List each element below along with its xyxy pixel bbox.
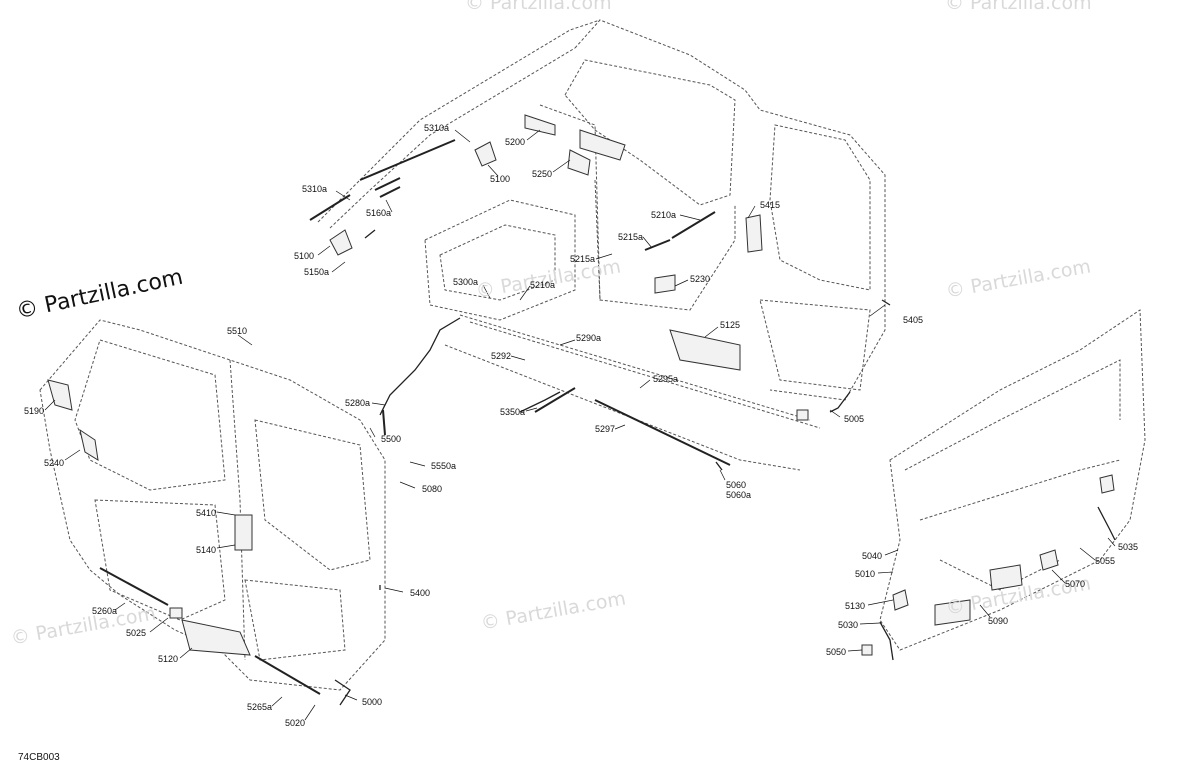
watermark-2: © Partzilla.com [945, 0, 1092, 14]
label-5060: 5060 [726, 480, 747, 490]
label-5292: 5292 [491, 351, 512, 361]
label-5030: 5030 [838, 620, 859, 630]
label-5060a: 5060a [726, 490, 752, 500]
label-5240: 5240 [44, 458, 65, 468]
label-5080: 5080 [422, 484, 443, 494]
label-5130: 5130 [845, 601, 866, 611]
label-5210a: 5210a [530, 280, 556, 290]
label-5020: 5020 [285, 718, 306, 728]
label-5100: 5100 [490, 174, 511, 184]
label-5290a: 5290a [576, 333, 602, 343]
label-5400: 5400 [410, 588, 431, 598]
label-5100: 5100 [294, 251, 315, 261]
label-5405: 5405 [903, 315, 924, 325]
label-5310a: 5310a [424, 123, 450, 133]
label-5510: 5510 [227, 326, 248, 336]
label-5297: 5297 [595, 424, 616, 434]
cab-assembly-outline [317, 19, 886, 471]
label-5035: 5035 [1118, 542, 1139, 552]
label-5300a: 5300a [453, 277, 479, 287]
diagram-code: 74CB003 [18, 752, 60, 763]
label-5090: 5090 [988, 616, 1009, 626]
seal-strips [99, 139, 731, 695]
label-5215a: 5215a [570, 254, 596, 264]
label-5310a: 5310a [302, 184, 328, 194]
label-5550a: 5550a [431, 461, 457, 471]
label-5050: 5050 [826, 647, 847, 657]
label-5230: 5230 [690, 274, 711, 284]
label-5005: 5005 [844, 414, 865, 424]
label-5200: 5200 [505, 137, 526, 147]
label-5140: 5140 [196, 545, 217, 555]
label-5160a: 5160a [366, 208, 392, 218]
label-5150a: 5150a [304, 267, 330, 277]
label-5295a: 5295a [653, 374, 679, 384]
label-5500: 5500 [381, 434, 402, 444]
label-5055: 5055 [1095, 556, 1116, 566]
watermark-1: © Partzilla.com [465, 0, 612, 14]
label-5040: 5040 [862, 551, 883, 561]
tubes-and-clips [334, 229, 1116, 706]
label-5010: 5010 [855, 569, 876, 579]
label-5125: 5125 [720, 320, 741, 330]
label-5215a: 5215a [618, 232, 644, 242]
left-door-frame-outline [39, 319, 386, 691]
label-5120: 5120 [158, 654, 179, 664]
label-5415: 5415 [760, 200, 781, 210]
label-5000: 5000 [362, 697, 383, 707]
leader-lines [44, 129, 1116, 721]
label-5190: 5190 [24, 406, 45, 416]
bracket-parts [47, 114, 1115, 656]
label-5070: 5070 [1065, 579, 1086, 589]
label-5265a: 5265a [247, 702, 273, 712]
rear-panel-outline [879, 309, 1146, 651]
label-5025: 5025 [126, 628, 147, 638]
label-5350a: 5350a [500, 407, 526, 417]
label-5280a: 5280a [345, 398, 371, 408]
label-5410: 5410 [196, 508, 217, 518]
label-5260a: 5260a [92, 606, 118, 616]
label-5250: 5250 [532, 169, 553, 179]
label-5210a: 5210a [651, 210, 677, 220]
